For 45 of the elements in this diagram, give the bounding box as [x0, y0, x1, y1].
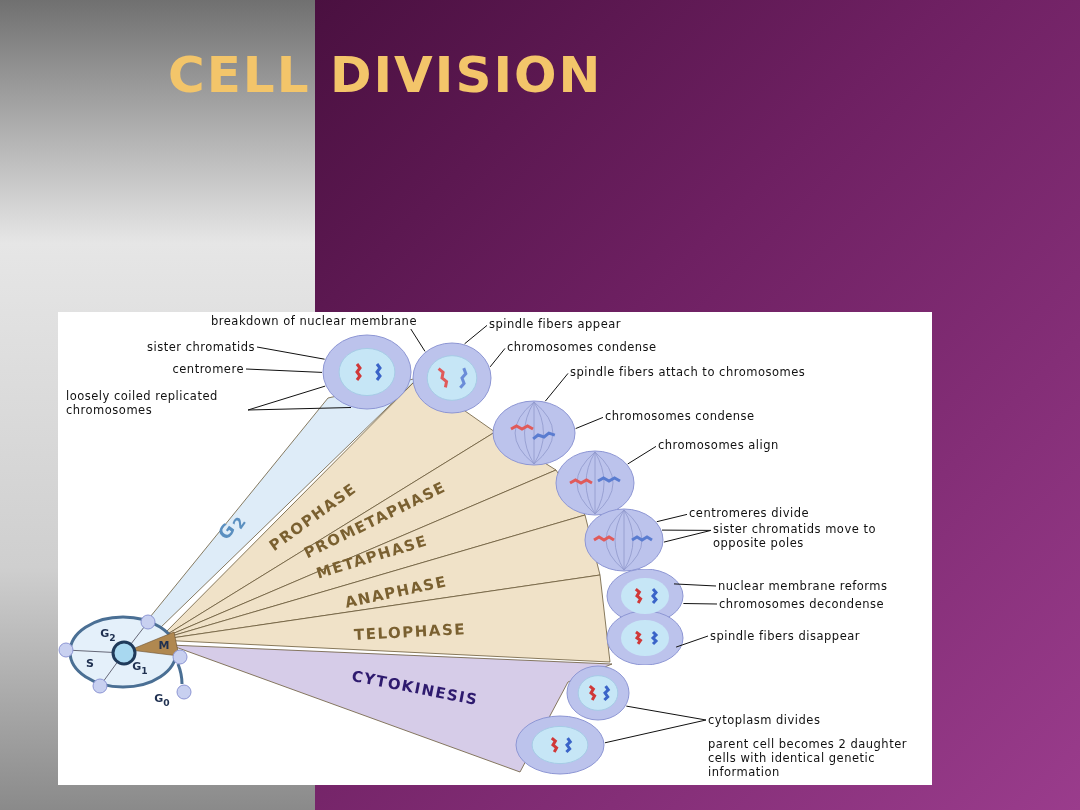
cycle-phase-label: S [86, 656, 94, 670]
note-text: parent cell becomes 2 daughter cells with identical genetic information [708, 737, 908, 779]
leader-line [544, 372, 569, 402]
leader-line [247, 407, 352, 411]
leader-line [464, 324, 488, 345]
callout-text: breakdown of nuclear membrane [211, 314, 417, 328]
leader-line [627, 445, 657, 465]
leader-line [489, 347, 506, 368]
cycle-phase-label: G$_{0}$ [154, 692, 170, 708]
leader-line [256, 346, 326, 360]
leader-line [410, 328, 426, 352]
cycle-phase-label: G$_{1}$ [132, 660, 148, 676]
callout-text: loosely coiled replicated chromosomes [66, 389, 246, 417]
slide-title: CELL DIVISION [168, 46, 603, 104]
callout-text: spindle fibers attach to chromosomes [570, 365, 806, 379]
callout-text: sister chromatids move to opposite poles [713, 522, 913, 550]
callout-text: nuclear membrane reforms [718, 579, 888, 593]
phase-label: TELOPHASE [353, 620, 467, 644]
cell-drawing [584, 508, 664, 572]
cell-drawing [492, 400, 576, 466]
cycle-phase-label: G$_{2}$ [100, 627, 116, 643]
callout-text: sister chromatids [147, 340, 255, 354]
callout-text: centromeres divide [689, 506, 810, 520]
leader-line [604, 719, 707, 744]
leader-line [575, 416, 604, 430]
cell-drawing [515, 715, 605, 775]
cell-drawing [605, 569, 685, 665]
callout-text: spindle fibers disappear [710, 629, 860, 643]
leader-line [663, 529, 712, 543]
callout-text: chromosomes align [658, 438, 779, 452]
callout-text: cytoplasm divides [708, 713, 821, 727]
leader-line [673, 583, 717, 587]
cell-drawing [412, 342, 492, 414]
cycle-phase-label: M [158, 638, 170, 652]
callout-text: chromosomes decondense [719, 597, 885, 611]
cell-drawing [566, 665, 630, 721]
callout-text: spindle fibers appear [489, 317, 621, 331]
leader-line [656, 513, 688, 523]
callout-text: centromere [172, 362, 244, 376]
leader-line [682, 603, 718, 605]
leader-line [675, 635, 709, 648]
leader-line [625, 705, 707, 721]
callout-text: chromosomes condense [507, 340, 657, 354]
callout-text: chromosomes condense [605, 409, 755, 423]
leader-line [245, 368, 323, 373]
